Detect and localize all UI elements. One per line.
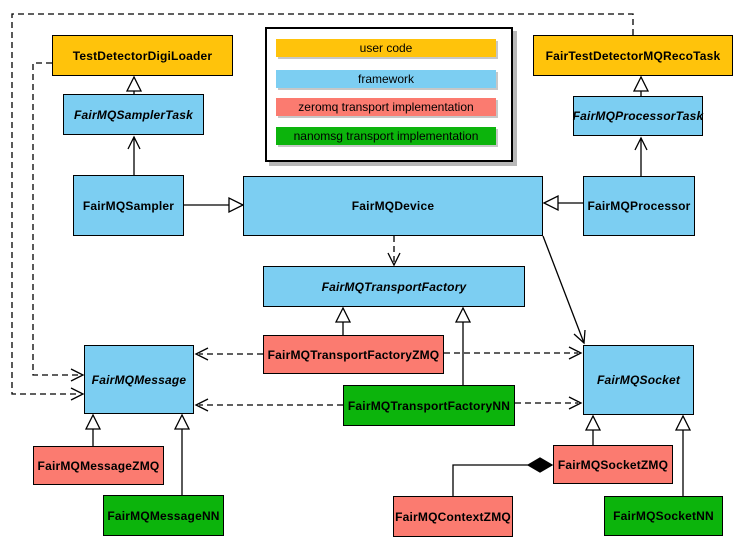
class-box-fairmqtransportfactoryzmq: FairMQTransportFactoryZMQ <box>263 335 444 374</box>
class-label: TestDetectorDigiLoader <box>72 48 213 63</box>
class-box-fairmqsocket: FairMQSocket <box>583 345 694 415</box>
class-label: FairMQTransportFactoryZMQ <box>267 347 440 362</box>
edge-messagezmq-message <box>84 413 102 446</box>
class-box-testdetectordigiloader: TestDetectorDigiLoader <box>52 35 233 76</box>
edge-processor-processortask <box>634 136 648 176</box>
edge-tfzmq-message <box>194 347 263 361</box>
class-label: FairMQSamplerTask <box>74 107 193 122</box>
class-box-fairmqcontextzmq: FairMQContextZMQ <box>393 496 513 537</box>
class-box-fairmqtransportfactory: FairMQTransportFactory <box>263 266 525 307</box>
edge-tfnn-message <box>194 398 343 412</box>
class-label: FairMQMessageNN <box>107 508 220 523</box>
edge-samplertask-digiloader <box>125 75 143 94</box>
class-box-fairmqsocketnn: FairMQSocketNN <box>604 496 723 536</box>
edge-messagenn-message <box>173 413 191 495</box>
legend-label: nanomsg transport implementation <box>293 129 479 143</box>
edge-digiloader-message <box>32 62 85 382</box>
edge-sampler-samplertask <box>127 135 141 175</box>
class-label: FairMQDevice <box>351 199 435 213</box>
class-box-fairmqmessage: FairMQMessage <box>84 345 194 414</box>
class-label: FairMQTransportFactoryNN <box>347 398 511 413</box>
class-box-fairtestdetectormqrecotask: FairTestDetectorMQRecoTask <box>533 35 733 76</box>
edge-tfnn-socket <box>515 396 583 410</box>
edge-processortask-recotask <box>632 75 650 96</box>
edge-tfzmq-transportfactory <box>334 306 352 335</box>
edge-device-socket <box>542 235 586 345</box>
class-label: FairMQTransportFactory <box>321 279 467 294</box>
edge-socketzmq-socket <box>584 414 602 445</box>
legend-item-zeromq: zeromq transport implementation <box>276 98 496 116</box>
class-box-fairmqdevice: FairMQDevice <box>243 176 543 236</box>
legend-label: framework <box>357 72 414 86</box>
class-label: FairMQSocketNN <box>613 509 714 523</box>
class-label: FairMQProcessor <box>587 199 691 213</box>
class-box-fairmqmessagezmq: FairMQMessageZMQ <box>33 446 164 485</box>
edge-sampler-device <box>184 196 245 214</box>
class-box-fairmqsamplertask: FairMQSamplerTask <box>63 94 204 135</box>
class-box-fairmqtransportfactorynn: FairMQTransportFactoryNN <box>343 385 515 426</box>
legend-item-nanomsg: nanomsg transport implementation <box>276 127 496 145</box>
class-box-fairmqprocessortask: FairMQProcessorTask <box>573 96 703 136</box>
edge-socketnn-socket <box>674 414 692 496</box>
class-label: FairMQProcessorTask <box>572 109 704 123</box>
edge-tfzmq-socket <box>444 346 583 360</box>
class-label: FairMQSocketZMQ <box>557 457 669 472</box>
legend: user code framework zeromq transport imp… <box>265 27 513 162</box>
legend-label: zeromq transport implementation <box>298 100 474 114</box>
class-box-fairmqprocessor: FairMQProcessor <box>583 176 695 236</box>
class-box-fairmqmessagenn: FairMQMessageNN <box>103 495 224 536</box>
class-box-fairmqsampler: FairMQSampler <box>73 175 184 236</box>
class-label: FairTestDetectorMQRecoTask <box>545 48 721 63</box>
edge-recotask-message <box>11 13 634 401</box>
legend-label: user code <box>359 41 413 55</box>
class-label: FairMQSocket <box>596 373 681 387</box>
class-box-fairmqsocketzmq: FairMQSocketZMQ <box>553 445 673 484</box>
class-label: FairMQSampler <box>82 198 175 213</box>
edge-contextzmq-socketzmq <box>452 457 554 496</box>
class-label: FairMQMessage <box>91 372 187 387</box>
legend-item-framework: framework <box>276 70 496 88</box>
class-label: FairMQContextZMQ <box>395 509 511 524</box>
class-label: FairMQMessageZMQ <box>37 458 160 473</box>
edge-processor-device <box>542 194 583 212</box>
edge-tfnn-transportfactory <box>454 306 472 385</box>
legend-item-user-code: user code <box>276 39 496 57</box>
edge-device-transportfactory <box>387 236 401 267</box>
